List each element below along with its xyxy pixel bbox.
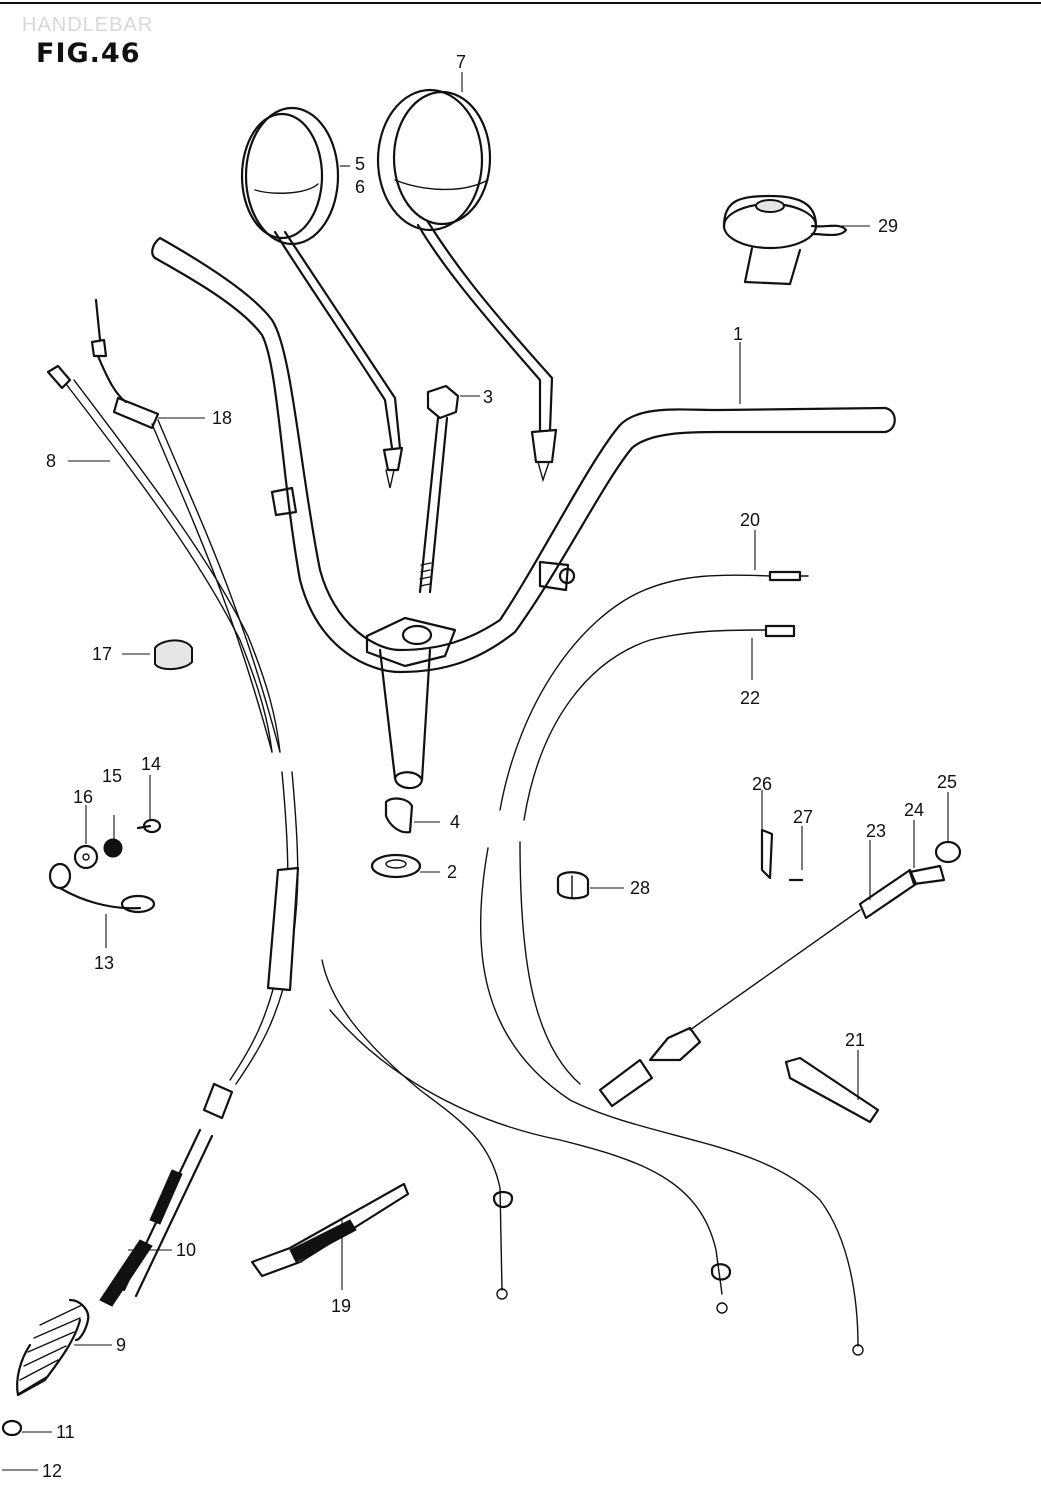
clip-28-part[interactable] — [556, 871, 590, 900]
cable-end-part[interactable] — [1, 1419, 23, 1437]
callout-1: 1 — [733, 324, 743, 344]
callout-3: 3 — [483, 387, 493, 407]
wire-22-part[interactable] — [523, 624, 796, 821]
callout-28: 28 — [630, 878, 650, 898]
washer-part[interactable] — [73, 844, 99, 870]
callout-22: 22 — [740, 688, 760, 708]
callout-19: 19 — [331, 1296, 351, 1316]
cable-23-part[interactable] — [598, 864, 946, 1108]
callout-29: 29 — [878, 216, 898, 236]
handlebar-bolt-part[interactable] — [418, 384, 460, 594]
callout-7: 7 — [456, 52, 466, 72]
callout-26: 26 — [752, 774, 772, 794]
callout-12: 12 — [42, 1461, 62, 1481]
watermark-text: HANDLEBAR — [22, 14, 154, 36]
nut-part[interactable] — [103, 838, 123, 858]
wire-20-part[interactable] — [499, 570, 809, 811]
callout-9: 9 — [116, 1335, 126, 1355]
loop-part[interactable] — [48, 862, 156, 914]
left-mirror-part[interactable] — [240, 106, 404, 489]
wedge-part[interactable] — [384, 797, 414, 834]
rubber-washer-part[interactable] — [370, 853, 422, 879]
callout-5: 5 — [355, 154, 365, 174]
callout-2: 2 — [447, 862, 457, 882]
screw-part[interactable] — [136, 818, 162, 834]
callout-24: 24 — [904, 800, 924, 820]
callout-25: 25 — [937, 772, 957, 792]
callout-8: 8 — [46, 451, 56, 471]
adjuster-part[interactable] — [99, 1082, 234, 1307]
leader-lines — [2, 72, 949, 1471]
top-border-rule — [0, 2, 1041, 4]
lever-19-part[interactable] — [250, 1182, 410, 1278]
lower-left-cable — [229, 771, 300, 1085]
callout-13: 13 — [94, 953, 114, 973]
callout-18: 18 — [212, 408, 232, 428]
callout-21: 21 — [845, 1030, 865, 1050]
callout-17: 17 — [92, 644, 112, 664]
cable-18-part[interactable] — [90, 298, 281, 753]
figure-title: FIG.46 — [36, 38, 141, 69]
callout-11: 11 — [56, 1422, 75, 1442]
pin-26-part[interactable] — [760, 828, 774, 880]
right-mirror-part[interactable] — [376, 88, 558, 483]
callout-4: 4 — [450, 812, 460, 832]
callout-16: 16 — [73, 787, 93, 807]
cable-8-part[interactable] — [46, 364, 281, 753]
callout-10: 10 — [176, 1240, 196, 1260]
callout-labels: 1 2 3 4 5 6 7 8 9 10 11 12 13 14 15 16 1… — [42, 52, 957, 1481]
bell-part[interactable] — [722, 194, 848, 286]
callout-20: 20 — [740, 510, 760, 530]
callout-23: 23 — [866, 821, 886, 841]
lower-cable-ends — [321, 959, 732, 1314]
cap-part[interactable] — [154, 639, 193, 670]
callout-15: 15 — [102, 766, 122, 786]
callout-27: 27 — [793, 807, 813, 827]
callout-6: 6 — [355, 177, 365, 197]
right-cable-run — [479, 841, 864, 1356]
bracket-21-part[interactable] — [784, 1056, 880, 1124]
callout-14: 14 — [141, 754, 161, 774]
cable-end-25-part[interactable] — [934, 840, 962, 864]
boot-part[interactable] — [16, 1298, 90, 1397]
handlebar-part[interactable] — [151, 236, 896, 790]
